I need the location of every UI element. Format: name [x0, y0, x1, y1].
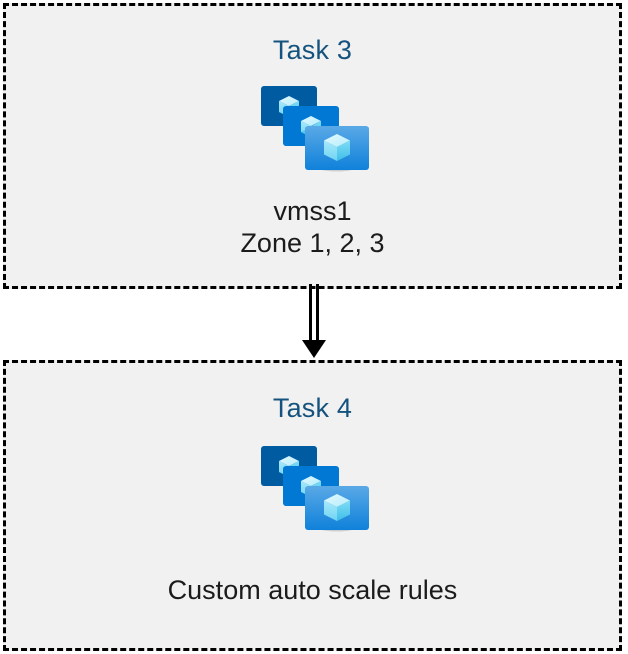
task-4-caption-wrap: Custom auto scale rules — [168, 574, 458, 606]
task-3-caption-wrap: vmss1 Zone 1, 2, 3 — [240, 195, 384, 259]
connector-arrow-task3-to-task4 — [302, 284, 326, 358]
cube-front — [323, 134, 350, 161]
azure-vm-scale-set-icon — [260, 446, 369, 532]
task-4-title: Task 4 — [272, 393, 353, 423]
task-box-task-4[interactable]: Task 4 — [3, 360, 622, 651]
connector-line-left — [309, 284, 312, 342]
task-4-icon-wrap — [257, 440, 369, 540]
task-3-caption: vmss1 Zone 1, 2, 3 — [240, 196, 385, 258]
cube-front — [323, 494, 350, 521]
task-3-icon-wrap — [257, 80, 369, 180]
task-4-caption: Custom auto scale rules — [167, 575, 458, 605]
connector-arrowhead — [302, 340, 326, 358]
task-3-title: Task 3 — [272, 35, 353, 65]
connector-line-right — [316, 284, 319, 342]
task-box-task-3[interactable]: Task 3 — [3, 3, 622, 289]
azure-vm-scale-set-icon — [260, 86, 369, 172]
